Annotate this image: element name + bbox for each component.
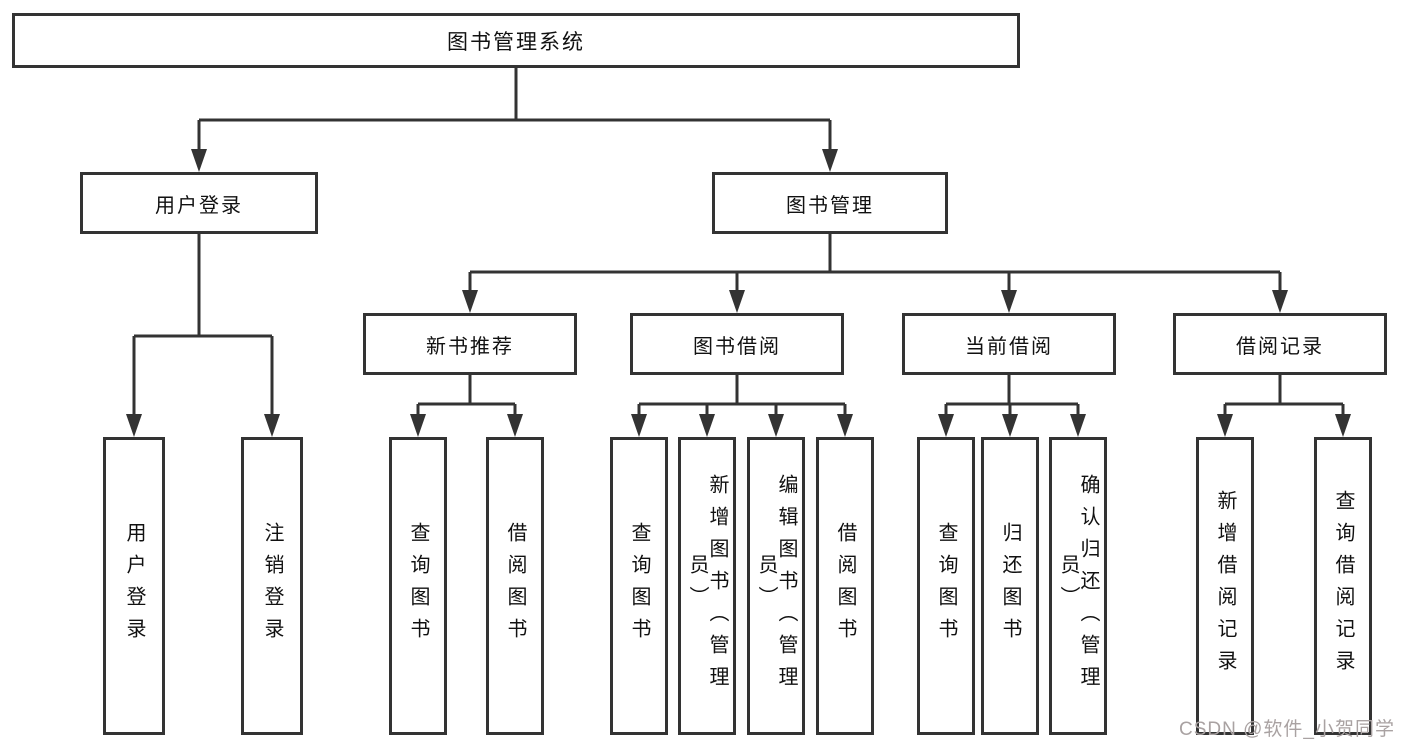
arrowhead xyxy=(1001,290,1017,313)
leaf-borrow-books-recommend: 借阅图书 xyxy=(486,437,544,735)
leaf-user-login: 用户登录 xyxy=(103,437,165,735)
arrowhead xyxy=(1335,414,1351,437)
connector-book-management-split xyxy=(468,234,1282,296)
leaf-logout: 注销登录 xyxy=(241,437,303,735)
arrowhead xyxy=(699,414,715,437)
connector-root-split xyxy=(197,68,832,152)
arrowhead xyxy=(837,414,853,437)
leaf-query-books-recommend: 查询图书 xyxy=(389,437,447,735)
connector-current-borrow-split xyxy=(944,375,1080,418)
leaf-add-books-admin: 新增图书（管理员） xyxy=(678,437,736,735)
arrowhead xyxy=(768,414,784,437)
leaf-add-borrow-record: 新增借阅记录 xyxy=(1196,437,1254,735)
leaf-query-books-current: 查询图书 xyxy=(917,437,975,735)
arrowhead xyxy=(191,149,207,172)
node-current-borrow: 当前借阅 xyxy=(902,313,1116,375)
arrowhead xyxy=(938,414,954,437)
arrowhead xyxy=(1002,414,1018,437)
node-borrow-records: 借阅记录 xyxy=(1173,313,1387,375)
arrowhead xyxy=(631,414,647,437)
node-book-borrow: 图书借阅 xyxy=(630,313,844,375)
node-library-management-system: 图书管理系统 xyxy=(12,13,1020,68)
connector-user-login-split xyxy=(132,234,274,418)
arrowhead xyxy=(462,290,478,313)
arrowhead xyxy=(1272,290,1288,313)
arrowhead xyxy=(729,290,745,313)
leaf-query-borrow-record: 查询借阅记录 xyxy=(1314,437,1372,735)
connector-new-book-split xyxy=(416,375,517,418)
leaf-return-books: 归还图书 xyxy=(981,437,1039,735)
arrowhead xyxy=(822,149,838,172)
leaf-borrow-books: 借阅图书 xyxy=(816,437,874,735)
leaf-query-books-borrow: 查询图书 xyxy=(610,437,668,735)
arrowhead xyxy=(1217,414,1233,437)
connector-borrow-records-split xyxy=(1223,375,1345,418)
leaf-edit-books-admin: 编辑图书（管理员） xyxy=(747,437,805,735)
arrowhead xyxy=(410,414,426,437)
arrowhead xyxy=(1070,414,1086,437)
node-new-book-recommend: 新书推荐 xyxy=(363,313,577,375)
leaf-confirm-return-admin: 确认归还（管理员） xyxy=(1049,437,1107,735)
arrowhead xyxy=(126,414,142,437)
arrowhead xyxy=(507,414,523,437)
connector-book-borrow-split xyxy=(637,375,847,418)
node-user-login: 用户登录 xyxy=(80,172,318,234)
csdn-watermark: CSDN @软件_小贺同学 xyxy=(1179,719,1395,740)
node-book-management: 图书管理 xyxy=(712,172,948,234)
arrowhead xyxy=(264,414,280,437)
